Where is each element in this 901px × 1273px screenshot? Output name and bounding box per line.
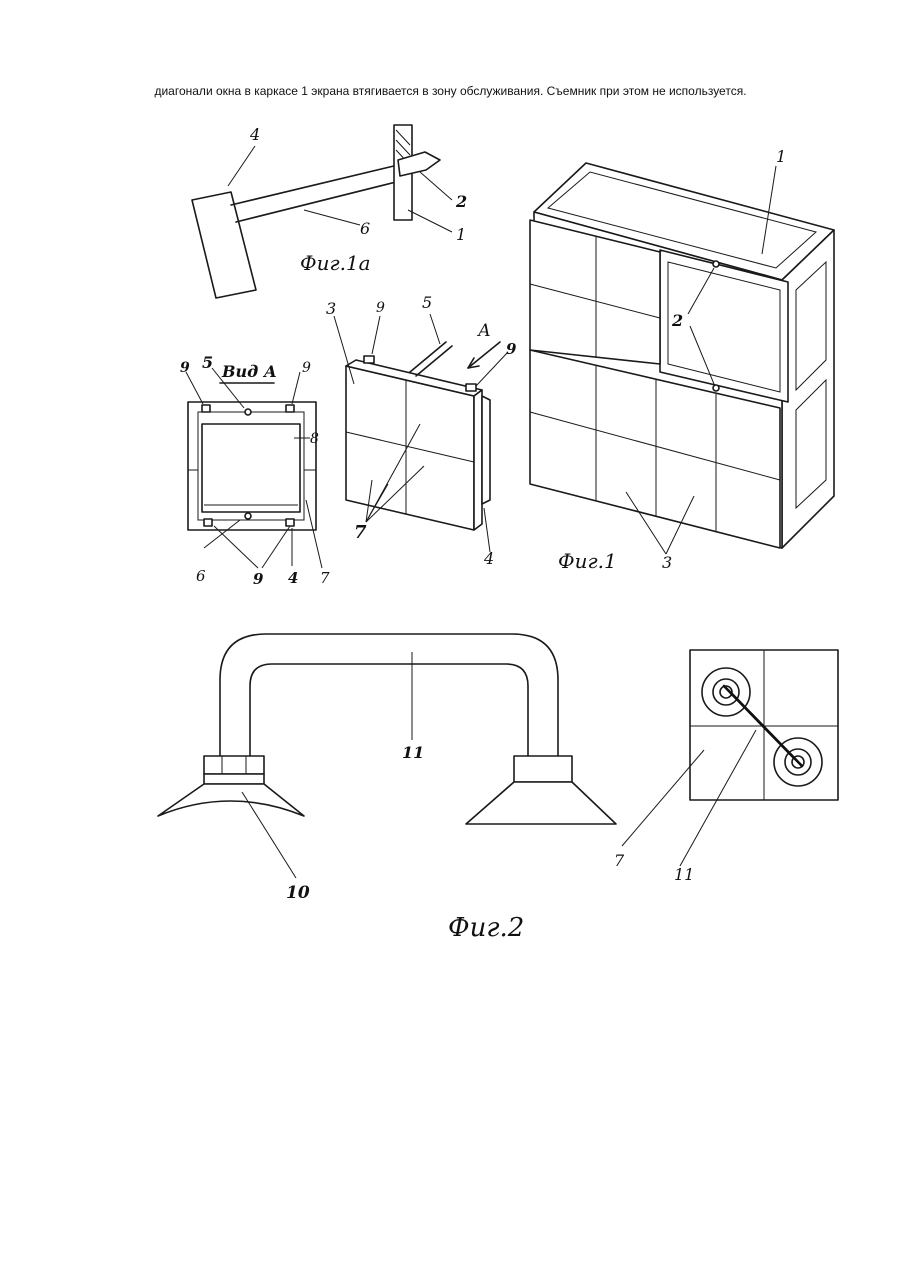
panel-side-edge xyxy=(474,390,482,530)
panel-label-4: 4 xyxy=(483,549,494,568)
view-a-label-9-right: 9 xyxy=(302,360,311,376)
view-a-label-4: 4 xyxy=(288,569,298,587)
fig1-pin xyxy=(713,261,719,267)
view-a: Вид А 9 5 9 8 6 9 4 7 xyxy=(180,353,330,588)
fig2-tube-outer xyxy=(220,634,558,756)
panel-label-3: 3 xyxy=(326,299,336,318)
fig1a-label-1: 1 xyxy=(456,225,466,244)
panel-back-plate xyxy=(482,396,490,504)
panel-label-a: А xyxy=(477,321,491,341)
fig1a-caption: Фиг.1а xyxy=(300,251,371,275)
figure-1: 1 2 3 Фиг.1 xyxy=(530,147,834,573)
fig1a-rod-bottom xyxy=(236,181,400,222)
view-a-pin xyxy=(245,409,251,415)
fig1a-rod-top xyxy=(231,165,398,205)
view-arrow xyxy=(468,342,500,368)
view-a-lug xyxy=(202,405,210,412)
view-a-label-9: 9 xyxy=(180,360,190,376)
fig1-label-1: 1 xyxy=(776,147,786,166)
fig2-caption: Фиг.2 xyxy=(448,913,524,943)
fig1-label-3: 3 xyxy=(662,553,672,572)
panel-rod xyxy=(416,346,452,376)
fig2-left-cup xyxy=(158,784,304,816)
figure-2: 11 10 7 11 Фиг.2 xyxy=(158,634,838,943)
fig2-left-collar xyxy=(204,756,264,774)
view-a-pin xyxy=(245,513,251,519)
fig1-caption: Фиг.1 xyxy=(558,549,617,573)
figure-1a: 4 6 2 1 Фиг.1а xyxy=(192,125,467,298)
fig1a-label-6: 6 xyxy=(360,219,370,238)
fig2-label-10: 10 xyxy=(286,883,310,903)
fig1-pin xyxy=(713,385,719,391)
fig2-tube-inner xyxy=(250,664,528,756)
panel-assembly: 3 9 5 А 9 7 4 xyxy=(326,293,517,568)
fig1a-label-2: 2 xyxy=(455,192,467,211)
panel-lug xyxy=(466,384,476,391)
view-a-title: Вид А xyxy=(221,362,277,381)
view-a-label-6: 6 xyxy=(196,567,206,585)
panel-label-9: 9 xyxy=(376,300,385,316)
panel-label-5: 5 xyxy=(422,293,432,312)
fig2-label-11-right: 11 xyxy=(674,865,694,884)
fig2-label-11: 11 xyxy=(402,743,424,762)
fig2-right-collar xyxy=(514,756,572,782)
panel-lug xyxy=(364,356,374,363)
fig2-right-cup xyxy=(466,782,616,824)
panel-label-7: 7 xyxy=(354,522,367,543)
view-a-label-7: 7 xyxy=(320,569,330,587)
view-a-label-8: 8 xyxy=(310,431,319,447)
fig1a-label-4: 4 xyxy=(249,125,260,144)
view-a-panel xyxy=(202,424,300,512)
view-a-lug xyxy=(286,519,294,526)
panel-rod xyxy=(410,342,446,372)
fig1a-handle-block xyxy=(192,192,256,298)
view-a-lug xyxy=(286,405,294,412)
fig2-label-7: 7 xyxy=(614,851,625,870)
panel-label-9-right: 9 xyxy=(506,340,517,358)
view-a-label-9-bottom: 9 xyxy=(253,570,264,588)
fig1-label-2: 2 xyxy=(671,311,683,330)
view-a-label-5: 5 xyxy=(202,353,213,372)
view-a-lug xyxy=(204,519,212,526)
fig2-left-ring xyxy=(204,774,264,784)
